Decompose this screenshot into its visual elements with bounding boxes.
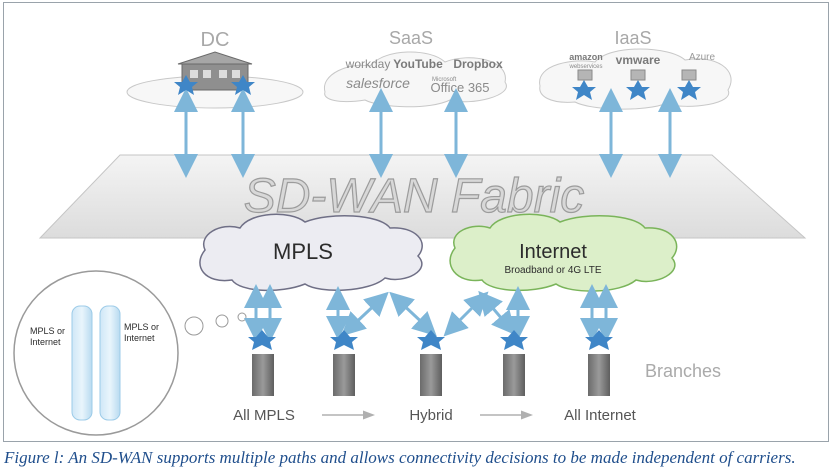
dc-label: DC xyxy=(201,29,230,51)
youtube-logo: YouTube xyxy=(393,57,443,71)
workday-logo: workday xyxy=(345,57,391,71)
branch-mpls-building-icon xyxy=(330,330,358,396)
sd-wan-fabric: SD-WAN Fabric xyxy=(38,154,807,239)
azure-logo: Azure xyxy=(689,52,716,63)
salesforce-logo: salesforce xyxy=(346,75,410,91)
figure-caption: Figure l: An SD-WAN supports multiple pa… xyxy=(4,448,796,467)
saas-label: SaaS xyxy=(389,28,433,48)
microsoft-logo-text: Microsoft xyxy=(432,77,457,83)
all-mpls-label: All MPLS xyxy=(233,407,295,424)
thought-bubbles xyxy=(184,312,247,336)
dc-platform: DC xyxy=(126,29,304,109)
internet-label: Internet xyxy=(519,241,587,263)
branch-internet-building-icon xyxy=(500,330,528,396)
branch-progression: All MPLS Hybrid All Internet xyxy=(233,407,637,424)
saas-platform: SaaS workday YouTube Dropbox salesforce … xyxy=(324,28,507,108)
mpls-cloud: MPLS xyxy=(199,213,423,292)
internet-cloud: Internet Broadband or 4G LTE xyxy=(449,213,678,292)
pillar-right-label-2: Internet xyxy=(124,333,155,343)
branch-hybrid-building-icon xyxy=(417,330,445,396)
all-internet-label: All Internet xyxy=(564,407,637,424)
top-arrows xyxy=(174,88,682,178)
branch-buildings xyxy=(248,330,613,396)
amazon-logo: amazon xyxy=(569,52,603,62)
amazon-sub-logo: webservices xyxy=(568,64,602,70)
mpls-label: MPLS xyxy=(273,239,333,264)
branches-label: Branches xyxy=(645,361,721,381)
vmware-logo: vmware xyxy=(616,53,661,67)
pillar-left-label-2: Internet xyxy=(30,337,61,347)
branch-arrows xyxy=(244,284,618,342)
pillar-left-label-1: MPLS or xyxy=(30,326,65,336)
iaas-platform: IaaS amazon webservices vmware Azure xyxy=(539,28,732,110)
branch-all-mpls-building-icon xyxy=(248,330,276,396)
pillar-right-label-1: MPLS or xyxy=(124,322,159,332)
office365-logo: Office 365 xyxy=(430,80,489,95)
dropbox-logo: Dropbox xyxy=(453,57,503,71)
branch-all-internet-building-icon xyxy=(585,330,613,396)
sd-wan-diagram: DC SaaS workday YouTube Dropbox salesfor… xyxy=(13,28,807,436)
iaas-label: IaaS xyxy=(614,28,651,48)
branch-detail-circle: MPLS or Internet MPLS or Internet xyxy=(13,270,179,436)
hybrid-label: Hybrid xyxy=(409,407,452,424)
top-node-icons xyxy=(174,75,701,100)
internet-sub-label: Broadband or 4G LTE xyxy=(504,265,601,276)
